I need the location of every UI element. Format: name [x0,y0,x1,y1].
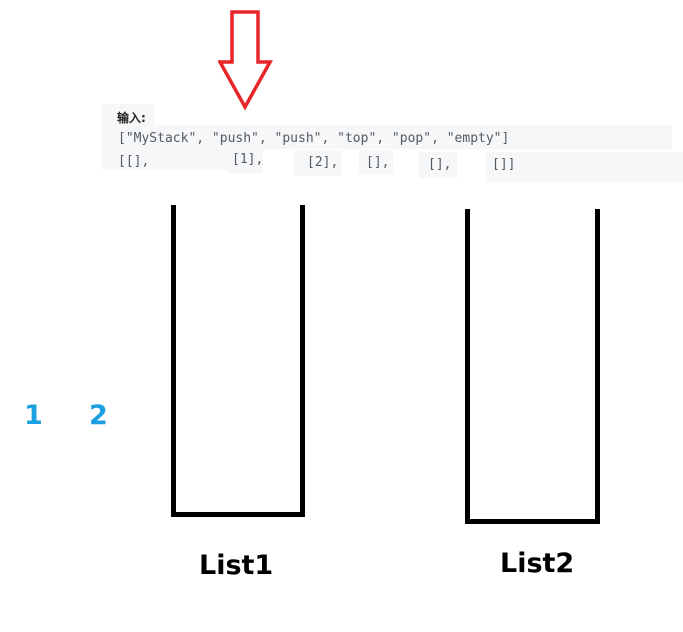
code-line2-background [102,149,245,170]
list1-container [171,205,305,517]
code-arg: [[], [118,154,150,169]
arg-bg-1 [227,149,263,173]
code-arg: [2], [307,155,339,170]
input-label: 输入: [117,111,146,125]
list2-label: List2 [500,548,575,579]
down-arrow-icon [218,10,273,110]
arg-bg-3 [359,150,393,174]
code-arg: [1], [232,152,264,167]
arg-bg-4 [419,152,457,178]
code-line-methods: ["MyStack", "push", "push", "top", "pop"… [118,131,510,146]
code-line1-background [102,125,672,149]
code-arg: [], [428,157,452,172]
code-arg: []] [492,157,516,172]
arg-bg-5 [486,152,683,182]
list1-label: List1 [199,550,274,581]
code-arg: [], [366,155,390,170]
number-1: 1 [24,400,43,431]
code-block-background [102,104,154,128]
arg-bg-2 [294,150,342,176]
list2-container [465,209,600,524]
number-2: 2 [89,400,108,431]
